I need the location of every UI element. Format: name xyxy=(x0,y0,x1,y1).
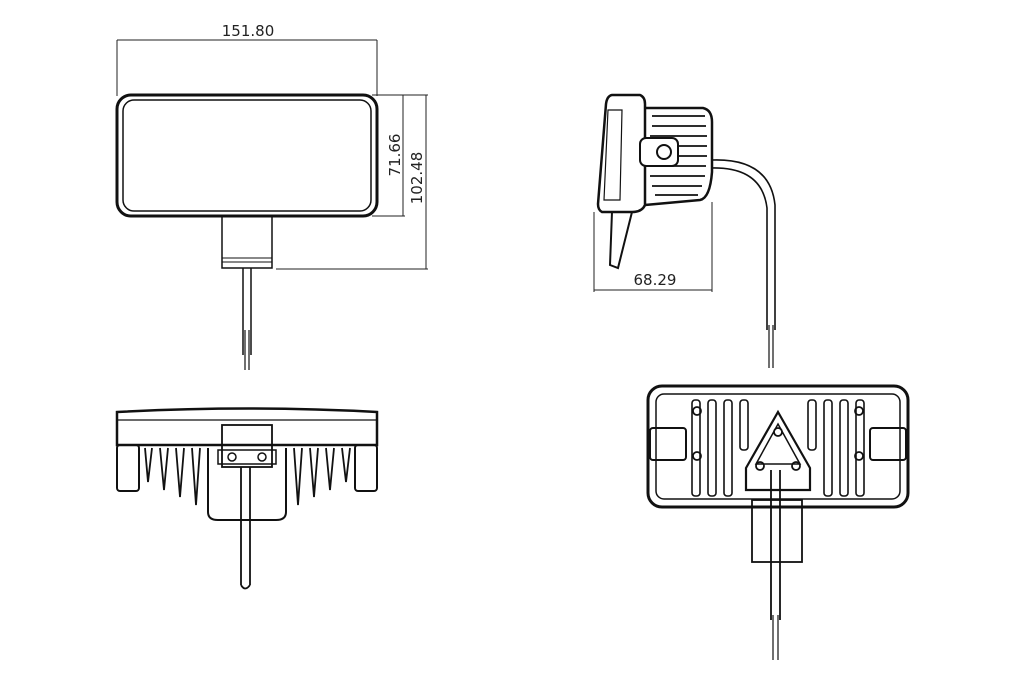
dim-label-width: 151.80 xyxy=(222,22,275,40)
dim-height-lens: 71.66 xyxy=(372,94,405,217)
rear-housing xyxy=(646,384,910,509)
side-view: 68.29 xyxy=(593,93,776,368)
top-cable xyxy=(240,467,251,590)
side-bracket xyxy=(608,211,633,270)
top-view xyxy=(115,407,379,590)
front-cable xyxy=(242,268,252,370)
front-housing xyxy=(115,93,379,218)
front-bracket xyxy=(221,215,273,269)
rear-mount xyxy=(744,409,812,492)
rear-cable xyxy=(770,470,781,660)
side-cable xyxy=(711,159,776,330)
side-body xyxy=(644,106,714,207)
dim-label-height-total: 102.48 xyxy=(408,152,426,205)
rear-view xyxy=(646,384,910,660)
dim-label-height-lens: 71.66 xyxy=(386,134,404,177)
dim-height-total: 102.48 xyxy=(276,94,428,270)
top-lens-edge xyxy=(115,407,379,447)
top-fins xyxy=(144,447,351,506)
dim-width-front: 151.80 xyxy=(116,22,378,96)
rear-bracket xyxy=(751,499,803,563)
side-mount-hole xyxy=(656,144,672,160)
top-bracket xyxy=(207,448,287,521)
dim-label-depth: 68.29 xyxy=(634,271,677,289)
dim-depth-side: 68.29 xyxy=(593,202,713,292)
front-lens xyxy=(122,99,372,212)
front-view: 151.80 71.66 102.48 xyxy=(115,22,428,370)
rear-fins xyxy=(691,399,865,497)
